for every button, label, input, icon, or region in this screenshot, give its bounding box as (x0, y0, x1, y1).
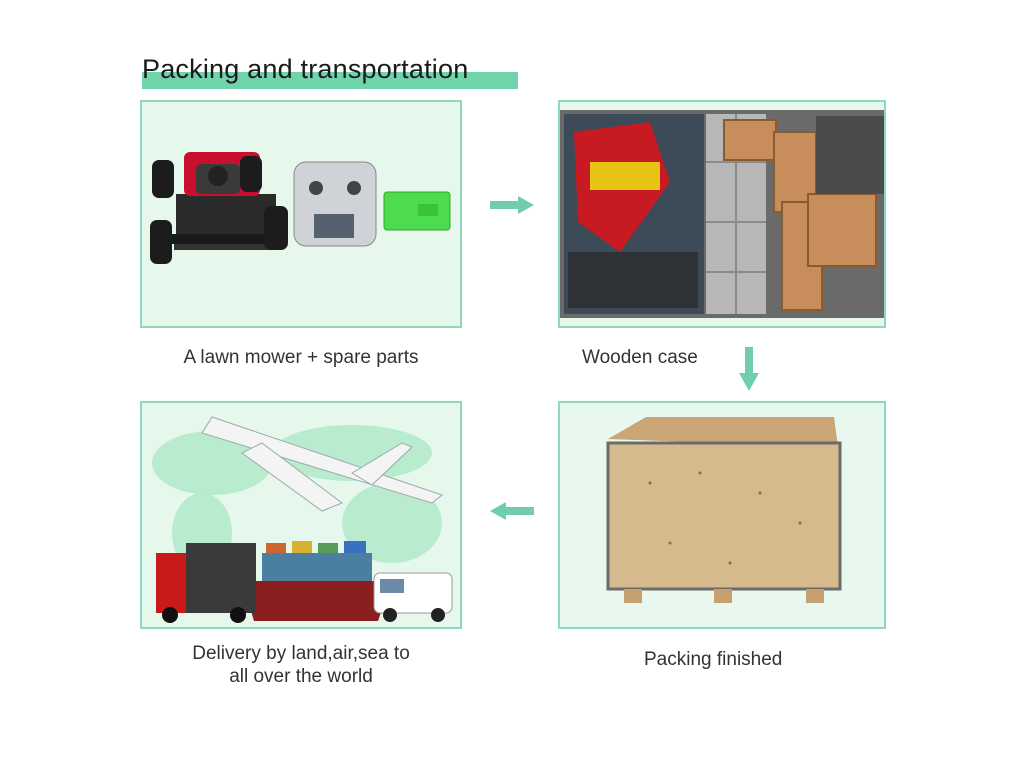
delivery-image (142, 403, 460, 627)
page-title: Packing and transportation (142, 54, 469, 84)
title-underline-bar (142, 72, 518, 89)
arrow-right-icon (490, 196, 534, 214)
panel-lawn-mower (140, 100, 462, 328)
crate-image (560, 403, 884, 627)
caption-delivery-line2: all over the world (229, 666, 373, 687)
arrow-down-icon (739, 347, 759, 391)
caption-delivery: Delivery by land,air,sea to all over the… (140, 642, 462, 688)
caption-packing-finished: Packing finished (644, 649, 783, 670)
lawn-mower-image (150, 152, 451, 264)
panel-packing-finished (558, 401, 886, 629)
panel-wooden-case (558, 100, 886, 328)
arrow-left-icon (490, 502, 534, 520)
caption-wooden-case: Wooden case (582, 347, 698, 368)
caption-lawn-mower: A lawn mower + spare parts (183, 347, 419, 368)
caption-delivery-line1: Delivery by land,air,sea to (192, 643, 410, 664)
panel-delivery (140, 401, 462, 629)
wooden-case-image (560, 110, 884, 318)
title-container: Packing and transportation (142, 52, 468, 86)
